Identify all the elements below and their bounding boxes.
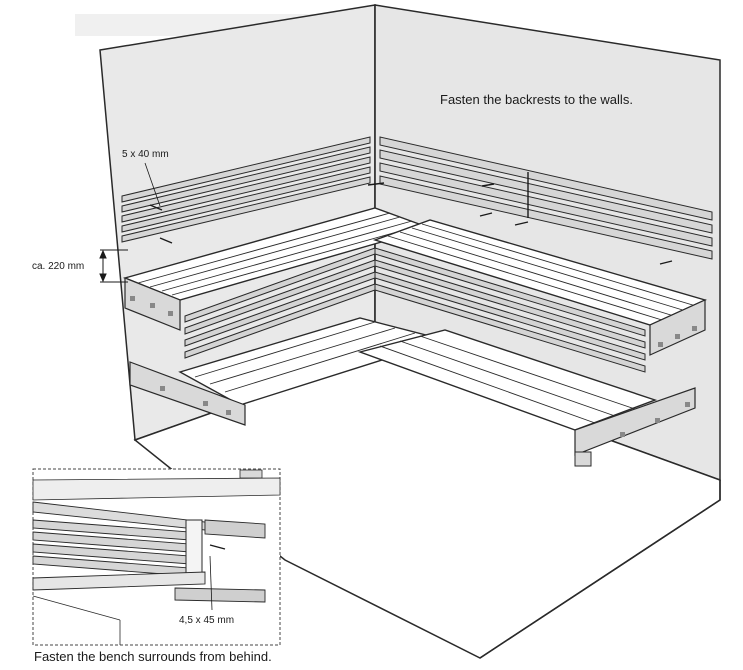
slat-dimension-label: 5 x 40 mm [122, 149, 169, 160]
backrest-instruction: Fasten the backrests to the walls. [440, 92, 633, 107]
upper-bench-right [372, 219, 708, 356]
bench-surround-instruction: Fasten the bench surrounds from behind. [34, 649, 272, 664]
screw-dimension-label: 4,5 x 45 mm [179, 615, 235, 626]
floor-front-edge [479, 480, 721, 659]
backrest-left [121, 136, 371, 243]
backrest-screws [149, 172, 673, 265]
lower-bench [129, 317, 696, 467]
slat-dim-leader [144, 162, 161, 207]
bench-height-label: ca. 220 mm [32, 261, 85, 272]
upper-bench-riser [184, 247, 646, 373]
height-dimension-arrow [99, 249, 128, 283]
backrest-right [379, 136, 713, 260]
detail-inset [32, 468, 281, 646]
